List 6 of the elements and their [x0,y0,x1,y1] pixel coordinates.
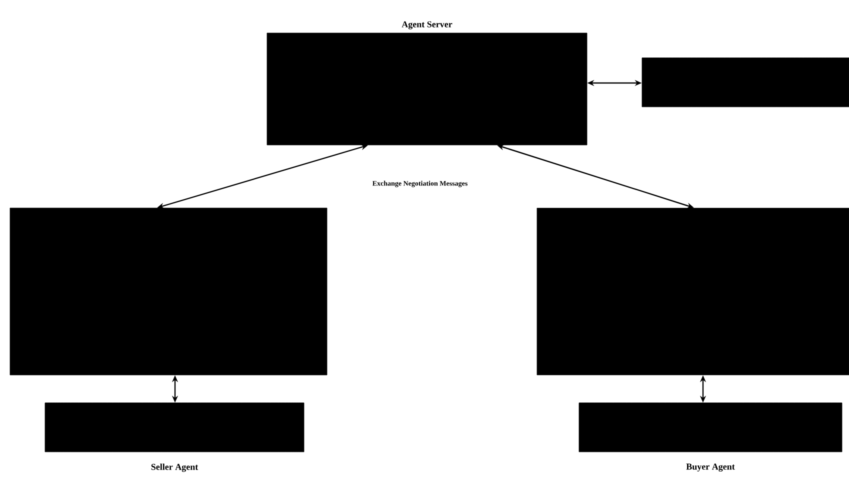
node-label: Seller Agent [151,464,198,472]
database-cylinder [642,58,849,108]
heading: Agent Server [402,21,452,30]
node-label: Buyer Agent [686,464,735,472]
agent-box [536,208,849,376]
agent-box [10,208,328,376]
